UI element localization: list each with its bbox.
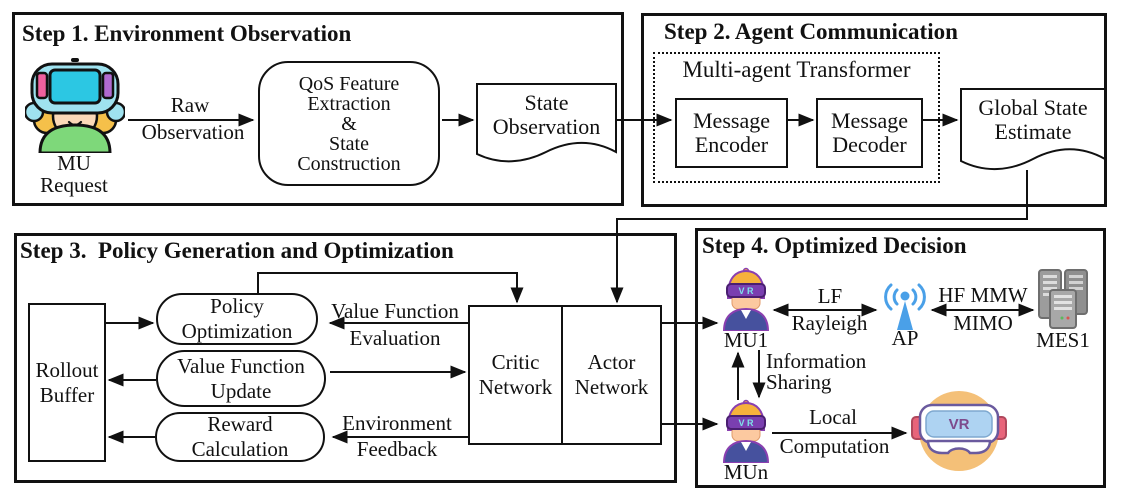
policy-optimization-box: Policy Optimization — [156, 293, 318, 345]
mu1-label: MU1 — [723, 328, 769, 352]
information-sharing-label-top: Information — [766, 349, 867, 373]
state-observation-label: State Observation — [492, 90, 601, 140]
critic-network-box: Critic Network — [468, 305, 563, 445]
environment-feedback-label-bottom: Feedback — [356, 437, 438, 461]
mu1-icon: V R — [722, 267, 770, 331]
lf-rayleigh-label-bottom: Rayleigh — [791, 311, 868, 335]
local-computation-label-bottom: Computation — [779, 434, 890, 458]
actor-network-box: Actor Network — [561, 305, 662, 445]
local-computation-label-top: Local — [809, 405, 857, 429]
mu-request-label: MU Request — [40, 151, 108, 197]
raw-observation-label-top: Raw — [170, 93, 210, 117]
value-function-evaluation-label-bottom: Evaluation — [349, 326, 441, 350]
mun-icon: V R — [722, 399, 770, 463]
message-encoder-box: Message Encoder — [675, 98, 788, 168]
step2-title: Step 2. Agent Communication — [664, 19, 958, 44]
mu-user-icon — [25, 58, 125, 153]
message-decoder-box: Message Decoder — [816, 98, 923, 168]
vr-headset-logo: VR — [949, 416, 970, 433]
multi-agent-transformer-label: Multi-agent Transformer — [682, 57, 911, 82]
value-function-update-box: Value Function Update — [156, 350, 326, 407]
global-state-estimate-doc: Global State Estimate — [960, 88, 1106, 174]
ap-icon — [880, 280, 930, 332]
mu1-goggles-text: V R — [738, 286, 754, 296]
hf-mmw-mimo-label-top: HF MMW — [938, 283, 1028, 307]
ap-label: AP — [891, 326, 919, 350]
raw-observation-label-bottom: Observation — [141, 120, 245, 144]
vr-headset-icon: VR — [910, 385, 1008, 473]
step3-title: Step 3. Policy Generation and Optimizati… — [20, 238, 454, 263]
mun-label: MUn — [723, 460, 769, 484]
step1-title: Step 1. Environment Observation — [22, 21, 352, 46]
hf-mmw-mimo-label-bottom: MIMO — [953, 311, 1013, 335]
mun-goggles-text: V R — [738, 418, 754, 428]
step4-title: Step 4. Optimized Decision — [702, 233, 967, 258]
global-state-estimate-label: Global State Estimate — [978, 95, 1088, 145]
lf-rayleigh-label-top: LF — [817, 284, 843, 308]
information-sharing-label-bottom: Sharing — [766, 370, 832, 394]
reward-calculation-box: Reward Calculation — [155, 412, 325, 462]
environment-feedback-label-top: Environment — [342, 411, 452, 435]
state-observation-doc: State Observation — [476, 83, 617, 167]
value-function-evaluation-label-top: Value Function — [331, 299, 459, 323]
qos-feature-extraction-box: QoS Feature Extraction & State Construct… — [258, 61, 440, 186]
mes1-label: MES1 — [1036, 328, 1090, 352]
rollout-buffer-box: Rollout Buffer — [28, 303, 106, 462]
mes1-icon — [1036, 268, 1090, 330]
